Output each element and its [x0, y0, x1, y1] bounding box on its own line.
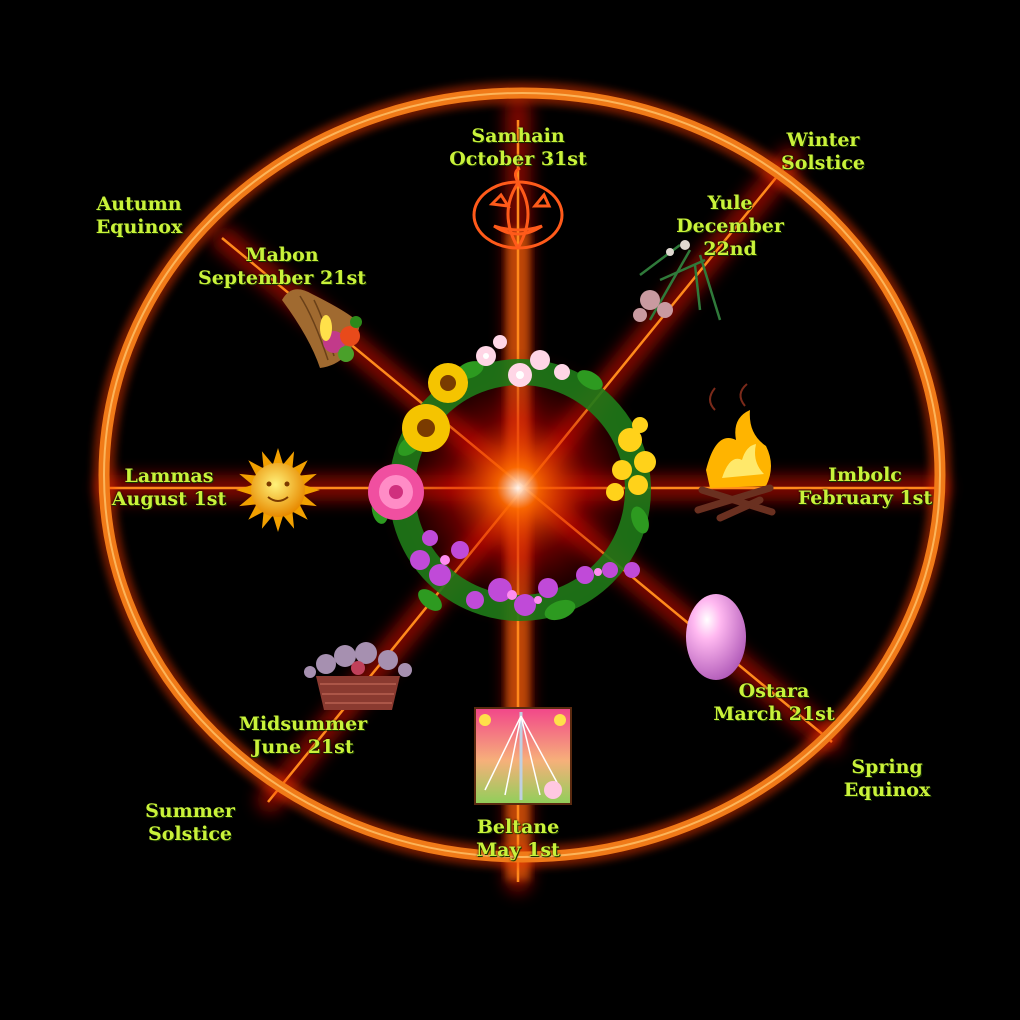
label-lammas: Lammas August 1st: [105, 465, 233, 511]
lammas-name: Lammas: [124, 465, 214, 487]
cornucopia-icon: [282, 289, 362, 368]
beltane-date: May 1st: [476, 839, 560, 861]
spring-line2: Equinox: [843, 779, 931, 801]
label-summer-solstice: Summer Solstice: [130, 800, 250, 846]
label-autumn-equinox: Autumn Equinox: [79, 193, 199, 239]
samhain-name: Samhain: [471, 125, 565, 147]
maypole-icon: [474, 707, 572, 805]
label-ostara: Ostara March 21st: [708, 680, 840, 726]
flower-basket-icon: [304, 642, 412, 710]
flower-wreath-icon: [368, 335, 656, 621]
ostara-name: Ostara: [738, 680, 810, 702]
label-yule: Yule December 22nd: [655, 192, 805, 261]
sun-rays: [236, 448, 320, 532]
beltane-name: Beltane: [476, 816, 560, 838]
spring-line1: Spring: [851, 756, 923, 778]
yule-name: Yule: [707, 192, 753, 214]
midsummer-date: June 21st: [252, 736, 354, 758]
label-mabon: Mabon September 21st: [196, 244, 368, 290]
label-midsummer: Midsummer June 21st: [228, 713, 378, 759]
imbolc-name: Imbolc: [828, 464, 902, 486]
lammas-date: August 1st: [111, 488, 227, 510]
outer-ring: [93, 82, 951, 868]
label-spring-equinox: Spring Equinox: [832, 756, 942, 802]
summer-line2: Solstice: [148, 823, 232, 845]
imbolc-date: February 1st: [797, 487, 933, 509]
autumn-line2: Equinox: [95, 216, 183, 238]
bonfire-icon: [694, 383, 776, 522]
label-beltane: Beltane May 1st: [458, 816, 578, 862]
summer-line1: Summer: [145, 800, 235, 822]
autumn-line1: Autumn: [96, 193, 182, 215]
label-winter-solstice: Winter Solstice: [768, 129, 878, 175]
mabon-date: September 21st: [198, 267, 366, 289]
winter-line2: Solstice: [781, 152, 865, 174]
midsummer-name: Midsummer: [238, 713, 368, 735]
pine-bough-icon: [633, 240, 722, 322]
ostara-date: March 21st: [713, 703, 835, 725]
yule-date-2: 22nd: [703, 238, 757, 260]
mabon-name: Mabon: [245, 244, 319, 266]
label-imbolc: Imbolc February 1st: [794, 464, 936, 510]
egg-icon: [686, 594, 746, 680]
yule-date: December: [676, 215, 784, 237]
winter-line1: Winter: [786, 129, 860, 151]
pumpkin-icon: [472, 166, 564, 250]
samhain-date: October 31st: [449, 148, 587, 170]
sun-face-icon: [236, 448, 320, 532]
label-samhain: Samhain October 31st: [438, 125, 598, 171]
